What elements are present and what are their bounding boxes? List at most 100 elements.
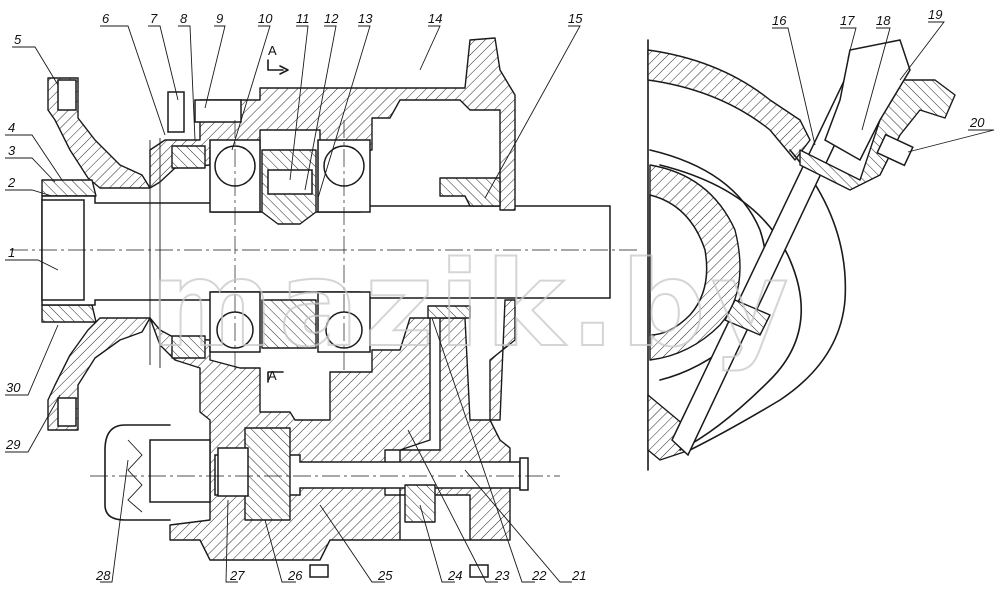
callout-15: 15 bbox=[568, 11, 583, 26]
detail-view-right bbox=[647, 39, 956, 471]
leader-10 bbox=[231, 25, 271, 151]
detail-hub-inner bbox=[649, 194, 708, 336]
callout-4: 4 bbox=[8, 120, 15, 135]
main-section-view bbox=[10, 37, 640, 578]
detail-arc-outer bbox=[659, 164, 802, 451]
leader-11 bbox=[289, 25, 309, 181]
callout-5: 5 bbox=[14, 32, 22, 47]
callout-10: 10 bbox=[258, 11, 273, 26]
callout-13: 13 bbox=[358, 11, 373, 26]
callout-27: 27 bbox=[229, 568, 245, 583]
seal-cover-left bbox=[41, 179, 97, 197]
detail-curve-right bbox=[689, 149, 847, 451]
leader-2 bbox=[5, 189, 53, 197]
flange-bolt-bottom bbox=[57, 397, 77, 427]
section-arrow-top bbox=[267, 59, 284, 71]
leader-3 bbox=[5, 157, 56, 183]
spring-housing bbox=[104, 424, 171, 521]
callout-6: 6 bbox=[102, 11, 110, 26]
callout-3: 3 bbox=[8, 143, 16, 158]
flange-bolt-top bbox=[57, 79, 77, 111]
spring-coil bbox=[127, 439, 143, 513]
callout-19: 19 bbox=[928, 7, 942, 22]
detail-housing-outer bbox=[647, 49, 811, 161]
callout-22: 22 bbox=[531, 568, 547, 583]
leader-25 bbox=[319, 504, 385, 583]
gear-center-lower bbox=[261, 299, 317, 349]
leader-26 bbox=[264, 519, 296, 583]
callout-29: 29 bbox=[5, 437, 20, 452]
output-cover-lower bbox=[427, 305, 471, 319]
section-label-bottom: A bbox=[268, 368, 277, 383]
spring-pack bbox=[217, 447, 249, 497]
callout-26: 26 bbox=[287, 568, 303, 583]
detail-bolt-20 bbox=[876, 133, 914, 167]
detail-head-body bbox=[824, 39, 911, 162]
leader-27 bbox=[225, 499, 238, 583]
section-marks: A A bbox=[267, 43, 289, 383]
callout-16: 16 bbox=[772, 13, 787, 28]
output-cover bbox=[439, 177, 501, 207]
callout-25: 25 bbox=[377, 568, 393, 583]
leader-1 bbox=[5, 259, 59, 271]
callout-20: 20 bbox=[969, 115, 985, 130]
leader-8 bbox=[178, 25, 196, 141]
leader-6 bbox=[100, 25, 166, 136]
leader-13 bbox=[317, 25, 371, 199]
seal-ring-top bbox=[171, 145, 206, 169]
leader-22 bbox=[431, 317, 535, 583]
watermark-text: mazik.by bbox=[150, 235, 794, 373]
leader-28 bbox=[100, 459, 129, 583]
leader-4 bbox=[5, 134, 63, 181]
leader-30 bbox=[5, 324, 59, 396]
leader-5 bbox=[12, 46, 59, 86]
callout-7: 7 bbox=[150, 11, 158, 26]
spring-cap bbox=[149, 439, 211, 503]
leader-24 bbox=[419, 504, 455, 583]
pin-top bbox=[194, 99, 242, 123]
main-shaft bbox=[41, 195, 611, 306]
callout-30: 30 bbox=[6, 380, 21, 395]
callout-12: 12 bbox=[324, 11, 339, 26]
leader-20 bbox=[907, 129, 995, 153]
bushing-lower bbox=[244, 427, 291, 521]
leader-19 bbox=[899, 21, 945, 81]
leader-14 bbox=[419, 25, 441, 71]
callout-2: 2 bbox=[7, 175, 16, 190]
callout-8: 8 bbox=[180, 11, 188, 26]
callout-1: 1 bbox=[8, 245, 15, 260]
drain-plug bbox=[404, 484, 436, 523]
foot-right bbox=[469, 564, 489, 578]
leader-15 bbox=[484, 25, 581, 199]
foot-left bbox=[309, 564, 329, 578]
callout-18: 18 bbox=[876, 13, 891, 28]
leader-16 bbox=[772, 27, 816, 146]
detail-lever-clamp bbox=[724, 299, 771, 336]
lower-shaft-end bbox=[519, 457, 529, 491]
callout-23: 23 bbox=[494, 568, 510, 583]
seal-ring-bottom bbox=[171, 335, 206, 359]
callout-28: 28 bbox=[95, 568, 111, 583]
bolt-top bbox=[167, 91, 185, 133]
leader-17 bbox=[840, 27, 857, 59]
key-slot bbox=[267, 169, 313, 195]
section-arrow-bottom bbox=[267, 371, 284, 383]
callout-14: 14 bbox=[428, 11, 442, 26]
callout-21: 21 bbox=[571, 568, 586, 583]
section-label-top: A bbox=[268, 43, 277, 58]
leader-29 bbox=[5, 394, 61, 453]
leader-18 bbox=[861, 27, 891, 131]
cover-plate bbox=[149, 138, 161, 368]
callout-24: 24 bbox=[447, 568, 462, 583]
callout-9: 9 bbox=[216, 11, 223, 26]
leader-23 bbox=[407, 429, 498, 583]
callout-17: 17 bbox=[840, 13, 855, 28]
callout-11: 11 bbox=[296, 11, 310, 26]
leader-7 bbox=[148, 25, 179, 101]
section-arrowhead-top bbox=[279, 65, 289, 75]
seal-cover-left-bottom bbox=[41, 304, 97, 323]
leader-9 bbox=[204, 25, 226, 109]
callouts: 1 2 3 4 5 6 7 8 9 10 11 12 13 14 15 16 1… bbox=[5, 7, 995, 583]
